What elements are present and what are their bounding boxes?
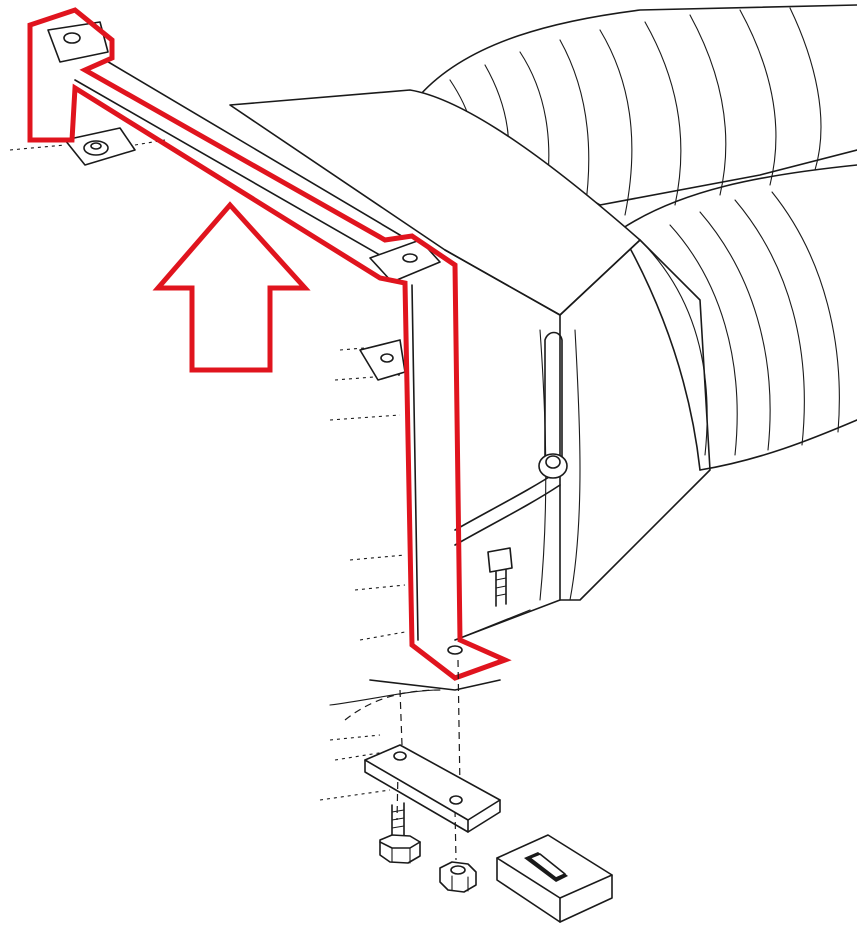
bolt-icon (379, 802, 421, 864)
clip-icon (496, 834, 613, 923)
strap-plate (364, 744, 501, 833)
highlighted-bracket (27, 7, 512, 681)
highlight-outline (27, 7, 512, 681)
housing (229, 89, 711, 641)
up-arrow-icon (152, 201, 311, 373)
housing-bolt-icon (487, 547, 513, 607)
bracket-outline (9, 21, 463, 655)
floor-mount (319, 659, 501, 861)
nut-icon (439, 861, 477, 893)
